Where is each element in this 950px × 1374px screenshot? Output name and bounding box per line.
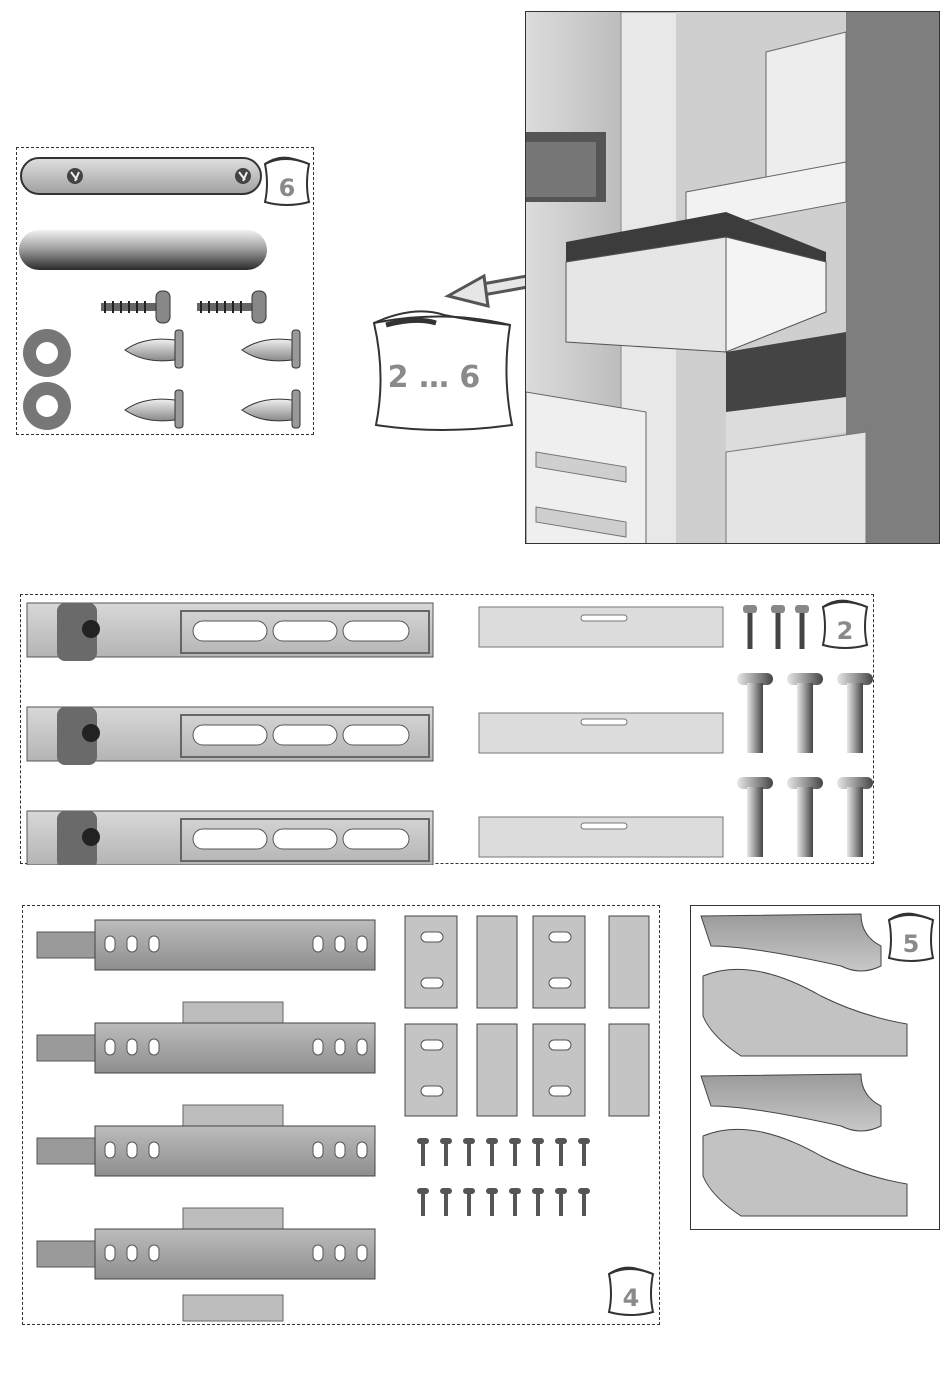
bag-range-label: 2 … 6 [388, 360, 481, 395]
screw-row [417, 1188, 590, 1216]
bag-5-label: 5 [903, 930, 920, 958]
bolt-icon [737, 673, 773, 753]
bolt-icon [737, 777, 773, 857]
cover-plate [479, 607, 723, 647]
bolt-icon [837, 777, 873, 857]
cylinder-rod [19, 230, 267, 270]
screw-icon [197, 291, 266, 323]
kit-4-parts [23, 906, 661, 1326]
track-part [37, 1229, 375, 1321]
bolt-icon [837, 673, 873, 753]
screw-row [417, 1138, 590, 1166]
bag-6-label: 6 [279, 174, 296, 202]
rail-part [27, 603, 433, 661]
screw-icon [795, 605, 809, 649]
screw-icon [743, 605, 757, 649]
pin-icon [242, 330, 300, 368]
kit-6-panel: 6 [16, 147, 314, 435]
fridge-illustration [525, 11, 940, 544]
rail-part [27, 707, 433, 765]
pin-icon [125, 330, 183, 368]
pin-icon [125, 390, 183, 428]
washer-icon [23, 329, 71, 377]
bracket-part [405, 916, 649, 1116]
screw-icon [101, 291, 170, 323]
bag-range-icon: 2 … 6 [366, 305, 518, 435]
track-part [37, 1126, 375, 1234]
kit-2-parts [21, 595, 875, 865]
foot-part [701, 1074, 907, 1216]
bag-4-label: 4 [623, 1284, 640, 1312]
bag-4-icon: 4 [605, 1262, 659, 1322]
bag-5-icon: 5 [885, 908, 939, 966]
screw-icon [771, 605, 785, 649]
rail-part [27, 811, 433, 865]
bolt-icon [787, 777, 823, 857]
cam-left-icon [67, 168, 83, 184]
kit-4-panel: 4 [22, 905, 660, 1325]
kit-2-panel: 2 [20, 594, 874, 864]
pin-icon [242, 390, 300, 428]
bag-2-label: 2 [837, 617, 854, 645]
washer-icon [23, 382, 71, 430]
bag-6-icon: 6 [261, 152, 313, 208]
bag-2-icon: 2 [819, 595, 873, 653]
bolt-icon [787, 673, 823, 753]
foot-part [701, 914, 907, 1056]
cover-plate [479, 817, 723, 857]
track-part [37, 1023, 375, 1131]
kit-5-panel: 5 [690, 905, 940, 1230]
cam-right-icon [235, 168, 251, 184]
track-part [37, 920, 375, 1028]
cover-plate [479, 713, 723, 753]
handle-bar [21, 158, 261, 194]
